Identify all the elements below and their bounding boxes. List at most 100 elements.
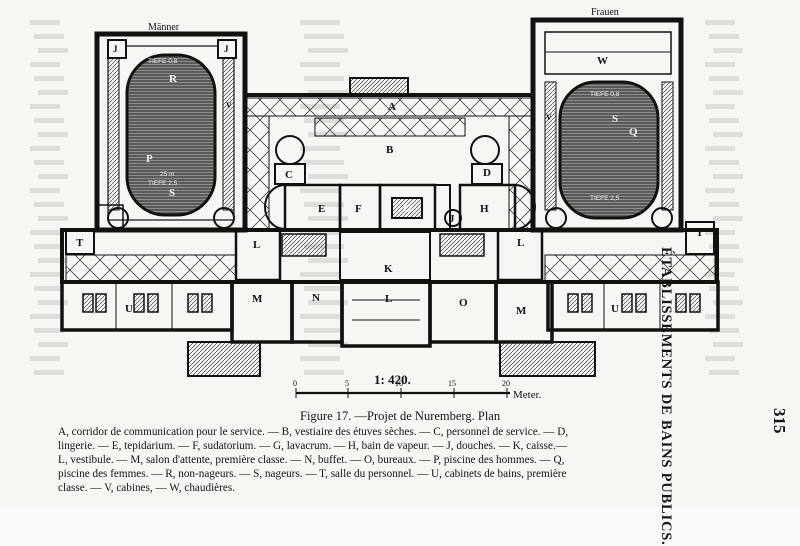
show-through-line	[300, 272, 340, 277]
room-F: F	[355, 203, 362, 215]
show-through-line	[304, 328, 344, 333]
wing-label-women: Frauen	[591, 7, 619, 18]
show-through-line	[34, 202, 64, 207]
show-through-line	[713, 216, 743, 221]
room-T-right: T	[696, 227, 704, 239]
show-through-line	[308, 90, 348, 95]
room-C: C	[285, 169, 293, 181]
show-through-line	[705, 104, 735, 109]
show-through-line	[300, 314, 340, 319]
room-U-left: U	[125, 303, 133, 315]
room-H: H	[480, 203, 489, 215]
show-through-line	[30, 104, 60, 109]
show-through-line	[34, 34, 64, 39]
show-through-line	[713, 48, 743, 53]
room-P: P	[146, 153, 153, 165]
room-L-left: L	[253, 239, 260, 251]
room-W: W	[597, 55, 608, 67]
show-through-line	[30, 272, 60, 277]
pool-men-shallow: TIEFE 0,8	[148, 58, 178, 65]
figure-caption: Figure 17. —Projet de Nuremberg. Plan	[300, 409, 501, 423]
show-through-line	[304, 202, 344, 207]
show-through-line	[308, 342, 348, 347]
show-through-line	[705, 230, 735, 235]
show-through-line	[709, 202, 739, 207]
room-S: S	[169, 187, 175, 199]
show-through-line	[300, 188, 340, 193]
show-through-line	[30, 188, 60, 193]
show-through-line	[30, 20, 60, 25]
room-E: E	[318, 203, 325, 215]
show-through-line	[705, 314, 735, 319]
show-through-line	[705, 272, 735, 277]
show-through-line	[300, 356, 340, 361]
room-K: K	[384, 263, 393, 275]
pool-men-deep: TIEFE 2,5	[148, 180, 178, 187]
legend-text: A, corridor de communication pour le ser…	[58, 425, 748, 495]
show-through-line	[34, 244, 64, 249]
show-through-line	[30, 146, 60, 151]
women-pool	[558, 80, 660, 220]
show-through-line	[38, 48, 68, 53]
show-through-line	[304, 160, 344, 165]
show-through-line	[34, 370, 64, 375]
show-through-line	[709, 244, 739, 249]
room-L-right: L	[517, 237, 524, 249]
room-L-center: L	[385, 293, 392, 305]
show-through-line	[304, 370, 344, 375]
legend-line: L, vestibule. — M, salon d'attente, prem…	[58, 454, 565, 466]
show-through-line	[300, 20, 340, 25]
pool-women-deep: TIEFE 2,5	[590, 195, 620, 202]
room-J-right: J	[224, 44, 229, 54]
scale-tick-10: 10	[395, 379, 403, 388]
wing-label-men: Männer	[148, 22, 180, 33]
scale-tick-0: 0	[293, 379, 297, 388]
show-through-line	[709, 76, 739, 81]
show-through-line	[38, 174, 68, 179]
room-D: D	[483, 167, 491, 179]
room-U-right: U	[611, 303, 619, 315]
room-J-center: J	[449, 213, 455, 225]
show-through-line	[34, 76, 64, 81]
floor-plan: 0 5 10 15 20 Meter. 1: 420. Männer Fraue…	[60, 7, 720, 401]
show-through-line	[38, 342, 68, 347]
show-through-line	[34, 118, 64, 123]
scale-bar	[295, 388, 510, 398]
pool-women-shallow: TIEFE 0,8	[590, 91, 620, 98]
scale-unit: Meter.	[513, 389, 542, 401]
show-through-line	[308, 216, 348, 221]
room-B: B	[386, 144, 394, 156]
book-page: 0 5 10 15 20 Meter. 1: 420. Männer Fraue…	[30, 7, 789, 546]
show-through-line	[34, 160, 64, 165]
legend-line: A, corridor de communication pour le ser…	[58, 426, 569, 438]
legend-line: lingerie. — E, tepidarium. — F, sudatori…	[58, 440, 567, 452]
room-N: N	[312, 292, 320, 304]
room-G: G	[403, 203, 412, 215]
men-pool	[125, 53, 217, 217]
show-through-line	[308, 300, 348, 305]
show-through-line	[304, 34, 344, 39]
show-through-line	[38, 258, 68, 263]
show-through-line	[709, 370, 739, 375]
show-through-line	[713, 132, 743, 137]
show-through-line	[713, 174, 743, 179]
show-through-line	[38, 216, 68, 221]
running-head: ÉTABLISSEMENTS DE BAINS PUBLICS.	[658, 247, 674, 546]
show-through-line	[38, 90, 68, 95]
room-M-right: M	[516, 305, 527, 317]
room-V-women: V	[546, 113, 552, 122]
room-Q: Q	[629, 126, 638, 138]
show-through-line	[30, 230, 60, 235]
show-through-line	[709, 160, 739, 165]
room-V-men: V	[226, 101, 232, 110]
room-A: A	[388, 101, 396, 113]
show-through-line	[308, 48, 348, 53]
show-through-line	[304, 76, 344, 81]
scale-tick-5: 5	[345, 379, 349, 388]
room-M-left: M	[252, 293, 263, 305]
show-through-line	[34, 286, 64, 291]
show-through-line	[713, 300, 743, 305]
pool-men-length: 25 m	[160, 171, 174, 178]
scale-tick-20: 20	[502, 379, 510, 388]
show-through-line	[30, 62, 60, 67]
